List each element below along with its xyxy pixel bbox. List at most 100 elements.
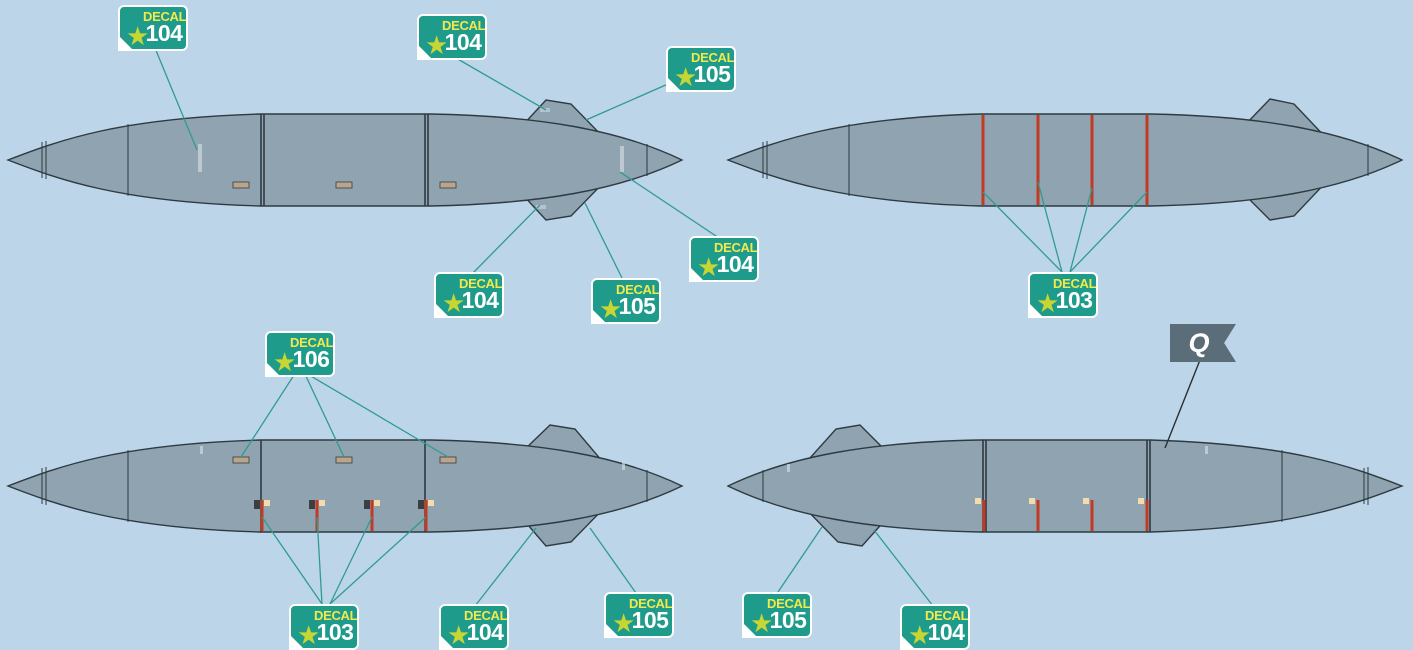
leader-line xyxy=(873,529,934,607)
leaders-bottom-right xyxy=(777,359,1201,607)
leader-line xyxy=(589,527,637,594)
peel-corner xyxy=(689,266,705,282)
star-icon: ★ xyxy=(908,620,932,650)
band-tab xyxy=(1029,498,1035,504)
leaders-top-right xyxy=(982,181,1148,273)
band-tab xyxy=(364,500,370,509)
decal-word: DECAL xyxy=(629,596,673,611)
leader-line xyxy=(1069,191,1148,273)
leader-line xyxy=(154,47,198,151)
peel-corner xyxy=(666,76,682,92)
tank-stencil-mark xyxy=(198,144,202,172)
decal-number: 105 xyxy=(631,607,669,633)
decal-number: 104 xyxy=(927,619,965,645)
star-icon: ★ xyxy=(447,620,471,650)
tank-hatch xyxy=(335,456,353,464)
decal-number: 103 xyxy=(316,619,354,645)
star-icon: ★ xyxy=(126,21,150,51)
peel-corner xyxy=(417,44,433,60)
decal-word: DECAL xyxy=(314,608,358,623)
decal-word: DECAL xyxy=(616,282,660,297)
decal-number: 104 xyxy=(461,287,499,313)
tank-bottom-right xyxy=(726,424,1404,547)
leader-line xyxy=(303,371,449,458)
decal-number: 105 xyxy=(618,293,656,319)
leader-line xyxy=(240,371,297,458)
star-icon: ★ xyxy=(1036,288,1060,318)
star-icon: ★ xyxy=(674,62,698,92)
tank-hatch xyxy=(232,456,250,464)
peel-corner xyxy=(604,622,620,638)
leader-line xyxy=(469,204,541,277)
peel-corner xyxy=(118,35,134,51)
leader-line xyxy=(619,171,720,239)
leaders-top-left xyxy=(154,47,720,279)
decal-word: DECAL xyxy=(464,608,508,623)
decal-badge xyxy=(417,14,487,60)
band-tab xyxy=(1083,498,1089,504)
leader-line xyxy=(261,516,323,605)
star-icon: ★ xyxy=(297,620,321,650)
peel-corner xyxy=(289,634,305,650)
tank-body xyxy=(6,439,684,533)
leader-line xyxy=(455,57,547,111)
tank-body xyxy=(726,113,1404,207)
leader-line xyxy=(1164,359,1201,449)
star-icon: ★ xyxy=(442,288,466,318)
decal-number: 104 xyxy=(466,619,504,645)
decal-number: 104 xyxy=(145,20,183,46)
tank-hatch xyxy=(439,456,457,464)
decal-number: 103 xyxy=(1055,287,1093,313)
leader-line xyxy=(316,516,323,605)
tank-body xyxy=(726,439,1404,533)
band-tab xyxy=(374,500,380,506)
star-icon: ★ xyxy=(273,347,297,377)
tank-stencil-mark xyxy=(1205,446,1208,454)
decal-word: DECAL xyxy=(459,276,503,291)
decal-number: 105 xyxy=(693,61,731,87)
leaders-bottom-left xyxy=(240,371,637,607)
leader-line xyxy=(1069,187,1093,273)
star-icon: ★ xyxy=(750,608,774,638)
band-tab xyxy=(309,500,315,509)
band-tab xyxy=(418,500,424,509)
tank-stencil-mark xyxy=(787,464,790,472)
decal-badge xyxy=(666,46,736,92)
peel-corner xyxy=(439,634,455,650)
peel-corner xyxy=(742,622,758,638)
decal-word: DECAL xyxy=(691,50,735,65)
star-icon: ★ xyxy=(697,252,721,282)
peel-corner xyxy=(434,302,450,318)
decal-number: 106 xyxy=(292,346,330,372)
peel-corner xyxy=(900,634,916,650)
band-tab xyxy=(264,500,270,506)
decal-word: DECAL xyxy=(767,596,811,611)
tank-stencil-mark xyxy=(200,446,203,454)
peel-corner xyxy=(265,361,281,377)
band-tab xyxy=(428,500,434,506)
tank-stencil-mark xyxy=(620,146,624,172)
band-tab xyxy=(1138,498,1144,504)
decal-word: DECAL xyxy=(925,608,969,623)
tank-hatch xyxy=(335,181,353,189)
decal-number: 104 xyxy=(444,29,482,55)
decal-word: DECAL xyxy=(1053,276,1097,291)
leader-line xyxy=(1037,181,1063,273)
leader-line xyxy=(474,527,537,607)
flag-letter: Q xyxy=(1188,328,1210,358)
decal-number: 104 xyxy=(716,251,754,277)
tank-top-left xyxy=(6,99,684,221)
decal-word: DECAL xyxy=(143,9,187,24)
leader-line xyxy=(585,83,669,121)
q-flag-marker: Q xyxy=(1170,324,1236,362)
band-tab xyxy=(254,500,260,509)
tank-stencil-mark xyxy=(622,462,625,470)
